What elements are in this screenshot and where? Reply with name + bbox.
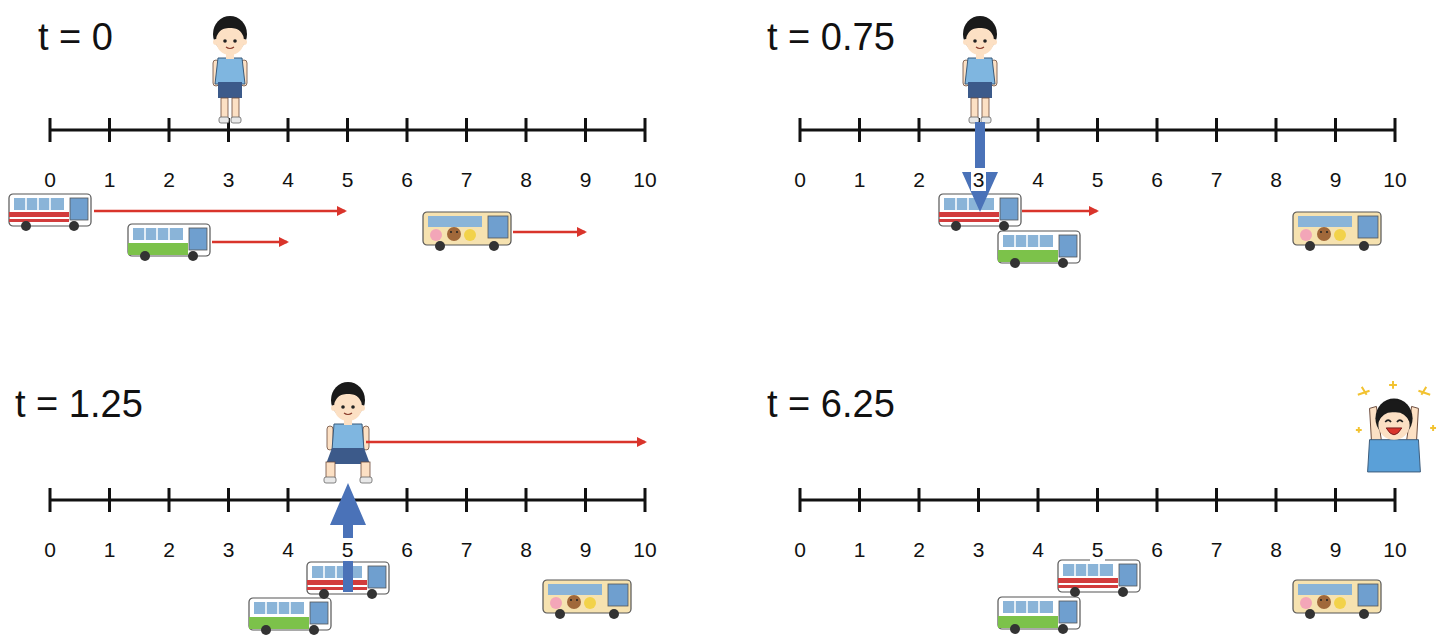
axis-number: 2 (911, 538, 927, 561)
axis-number: 8 (518, 168, 534, 191)
axis-number: 6 (1149, 538, 1165, 561)
axis-number: 5 (340, 168, 356, 191)
green-bus (998, 597, 1080, 634)
animal-bus (1293, 212, 1381, 251)
velocity-arrow (1022, 210, 1097, 213)
boy-figure (963, 16, 997, 123)
axis-number: 0 (42, 538, 58, 561)
time-label: t = 1.25 (15, 385, 143, 423)
axis-number: 5 (1090, 168, 1106, 191)
axis-number: 1 (102, 168, 118, 191)
time-label: t = 6.25 (767, 385, 895, 423)
axis-number: 4 (280, 168, 296, 191)
axis-number: 2 (161, 538, 177, 561)
axis-number: 9 (1328, 538, 1344, 561)
time-label: t = 0.75 (767, 18, 895, 56)
axis-number: 10 (1381, 538, 1408, 561)
green-bus (128, 224, 210, 261)
number-line (50, 118, 1395, 512)
animal-bus (543, 580, 631, 619)
axis-number: 3 (971, 538, 987, 561)
axis-number: 7 (1209, 538, 1225, 561)
axis-number: 10 (1381, 168, 1408, 191)
happy-boy (1356, 381, 1436, 472)
axis-number: 1 (102, 538, 118, 561)
axis-number: 5 (1090, 538, 1106, 561)
axis-number: 9 (1328, 168, 1344, 191)
time-label: t = 0 (38, 18, 113, 56)
axis-number: 6 (1149, 168, 1165, 191)
axis-number: 7 (459, 538, 475, 561)
axis-number: 4 (1030, 538, 1046, 561)
velocity-arrow (94, 210, 345, 213)
axis-number: 8 (518, 538, 534, 561)
axis-number: 9 (578, 538, 594, 561)
axis-number: 9 (578, 168, 594, 191)
axis-number: 7 (459, 168, 475, 191)
animal-bus (423, 212, 511, 251)
axis-number: 0 (792, 538, 808, 561)
axis-number: 3 (221, 538, 237, 561)
velocity-arrow (366, 441, 645, 444)
axis-number: 6 (399, 538, 415, 561)
velocity-arrow (513, 231, 585, 234)
axis-number: 2 (911, 168, 927, 191)
animal-bus (1293, 580, 1381, 619)
axis-number: 2 (161, 168, 177, 191)
velocity-arrow (212, 241, 287, 244)
axis-number: 8 (1268, 168, 1284, 191)
board-arrow (962, 122, 998, 212)
red-bus (9, 194, 91, 231)
boy-figure (324, 382, 372, 483)
green-bus (998, 231, 1080, 268)
axis-number: 7 (1209, 168, 1225, 191)
axis-number: 6 (399, 168, 415, 191)
axis-number: 4 (280, 538, 296, 561)
axis-number: 0 (42, 168, 58, 191)
boy-figure (213, 16, 247, 123)
axis-number: 4 (1030, 168, 1046, 191)
axis-number: 5 (340, 538, 356, 561)
axis-number: 10 (631, 168, 658, 191)
green-bus (249, 598, 331, 635)
axis-number: 1 (852, 538, 868, 561)
axis-number: 3 (971, 168, 987, 191)
axis-number: 3 (221, 168, 237, 191)
axis-number: 10 (631, 538, 658, 561)
axis-number: 0 (792, 168, 808, 191)
red-bus (1058, 560, 1140, 597)
axis-number: 8 (1268, 538, 1284, 561)
axis-number: 1 (852, 168, 868, 191)
alight-arrow (330, 483, 366, 592)
